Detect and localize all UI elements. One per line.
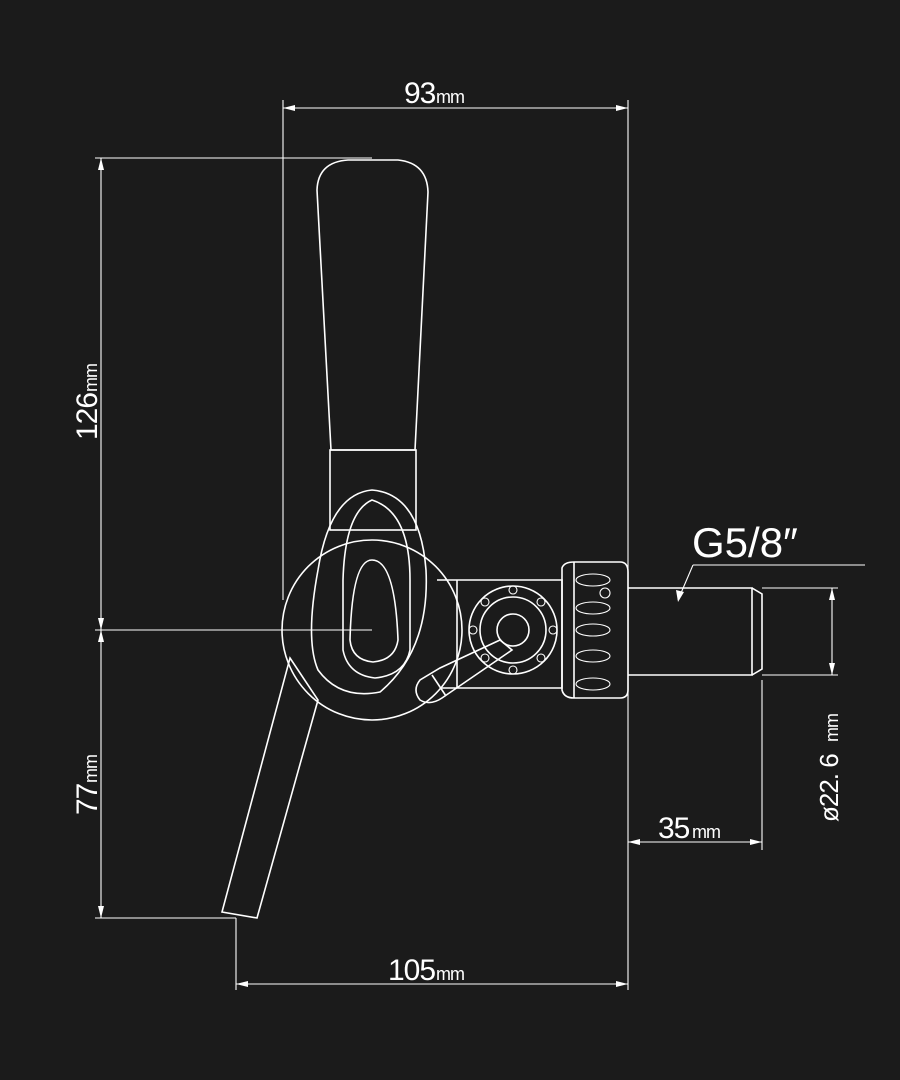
dim-width-top-value: 93 [404,77,436,110]
dim-width-bottom-unit: mm [436,964,464,984]
dim-shank-diameter-value: ø22. 6 [814,754,844,822]
tap-lever-body [281,489,463,721]
dimension-width-bottom: 105 mm [236,954,628,987]
dim-width-top-unit: mm [436,87,464,107]
dim-height-handle-value: 126 [71,393,104,440]
dim-height-spout-value: 77 [71,783,104,815]
dim-shank-diameter-unit: mm [822,714,842,742]
dim-shank-length-value: 35 [658,812,690,845]
dimension-shank-length: 35 mm [628,812,762,845]
dimension-width-top: 93 mm [283,77,628,111]
dim-height-handle-unit: mm [81,364,101,392]
dim-shank-length-unit: mm [692,822,720,842]
tap-spout [221,656,319,919]
dimension-height-spout: 77 mm [71,630,104,918]
dim-width-bottom-value: 105 [388,954,435,987]
tap-handle [316,159,429,531]
shank [628,587,763,676]
coupling-nut [561,561,629,699]
flow-control-knob [415,585,558,704]
thread-callout: G5/8″ [676,519,865,602]
dimension-height-handle: 126 mm [71,158,104,630]
dimension-shank-diameter: ø22. 6 mm [814,588,844,822]
thread-label: G5/8″ [692,519,798,566]
dim-height-spout-unit: mm [81,755,101,783]
